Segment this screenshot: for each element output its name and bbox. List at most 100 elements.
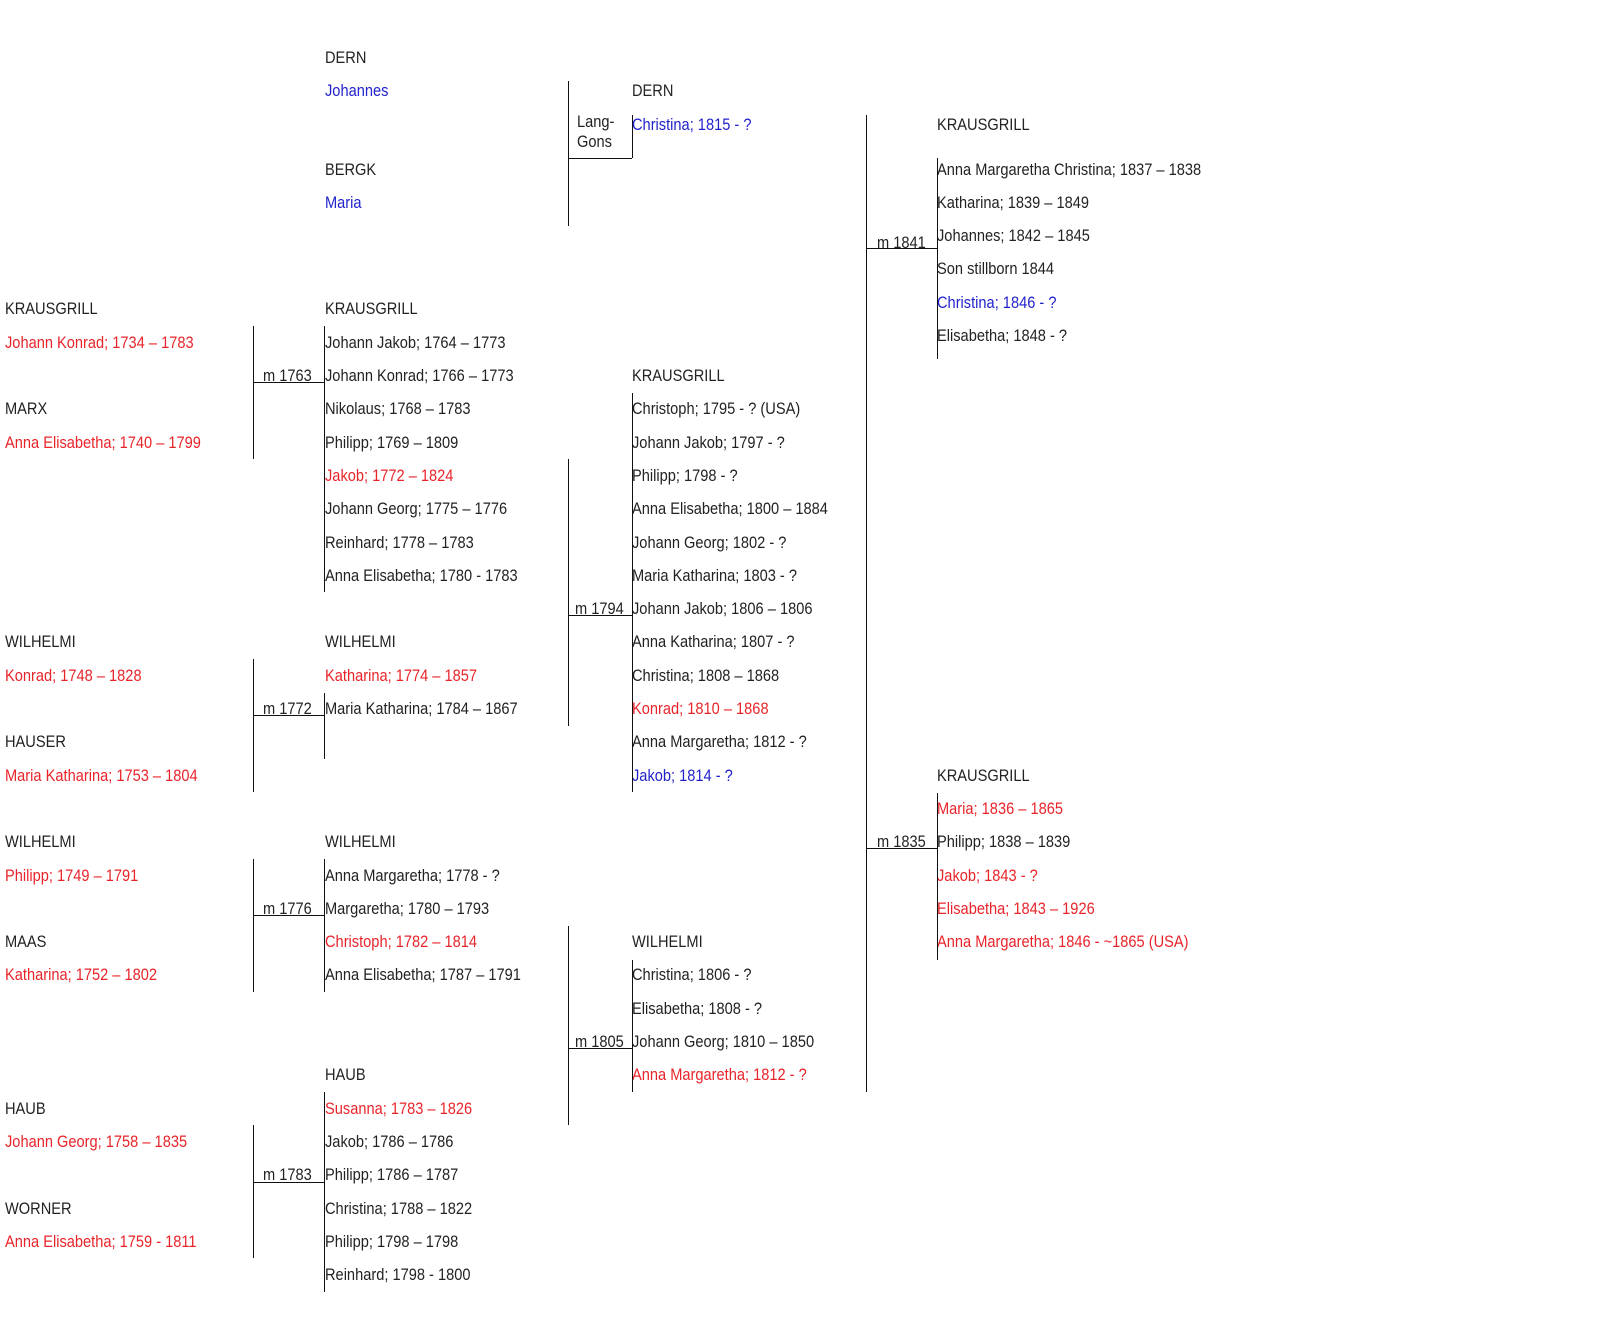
parents-bracket-line — [253, 326, 254, 459]
place-label-line-2: Gons — [577, 131, 612, 151]
husband-surname: WILHELMI — [5, 632, 76, 652]
child-entry: Reinhard; 1778 – 1783 — [325, 532, 474, 552]
child-entry: Philipp; 1798 – 1798 — [325, 1231, 459, 1251]
marriage-label: m 1835 — [877, 832, 926, 852]
gen3-bracket-line — [866, 115, 867, 1092]
husband-name: Johann Georg; 1758 – 1835 — [5, 1131, 188, 1151]
husband-name: Philipp; 1749 – 1791 — [5, 865, 139, 885]
child-entry: Margaretha; 1780 – 1793 — [325, 898, 490, 918]
child-entry: Jakob; 1814 - ? — [632, 765, 733, 785]
child-entry: Jakob; 1772 – 1824 — [325, 465, 454, 485]
father-surname: DERN — [325, 48, 367, 67]
wife-name: Katharina; 1752 – 1802 — [5, 965, 158, 985]
child-entry: Son stillborn 1844 — [937, 259, 1055, 279]
children-surname: KRAUSGRILL — [632, 366, 725, 385]
child-entry: Elisabetha; 1808 - ? — [632, 998, 763, 1018]
marriage-label: m 1776 — [263, 898, 312, 918]
child-entry: Katharina; 1774 – 1857 — [325, 665, 478, 685]
husband-surname: HAUB — [5, 1098, 46, 1118]
children-surname: WILHELMI — [325, 832, 396, 852]
origin-child-name: Christina; 1815 - ? — [632, 114, 752, 134]
husband-name: Johann Konrad; 1734 – 1783 — [5, 332, 194, 352]
child-entry: Nikolaus; 1768 – 1783 — [325, 399, 471, 419]
marriage-connector — [253, 1182, 325, 1183]
wife-surname: HAUSER — [5, 732, 66, 752]
father-name: Johannes — [325, 81, 389, 101]
marriage-label: m 1805 — [575, 1032, 624, 1051]
child-entry: Anna Elisabetha; 1780 - 1783 — [325, 565, 518, 585]
child-entry: Johannes; 1842 – 1845 — [937, 226, 1090, 246]
children-bracket-line — [632, 960, 633, 1092]
marriage-label: m 1783 — [263, 1165, 312, 1185]
child-entry: Johann Konrad; 1766 – 1773 — [325, 366, 514, 385]
child-entry: Philipp; 1798 - ? — [632, 465, 738, 485]
child-entry: Maria Katharina; 1784 – 1867 — [325, 699, 518, 718]
children-bracket-line — [324, 693, 325, 759]
children-surname: WILHELMI — [632, 932, 703, 952]
child-entry: Anna Elisabetha; 1787 – 1791 — [325, 965, 521, 985]
parents-bracket-line — [253, 659, 254, 792]
child-entry: Christoph; 1782 – 1814 — [325, 932, 478, 952]
marriage-connector — [253, 382, 325, 383]
child-entry: Elisabetha; 1843 – 1926 — [937, 898, 1095, 918]
child-entry: Jakob; 1843 - ? — [937, 865, 1038, 885]
children-bracket-line — [632, 393, 633, 792]
child-entry: Christoph; 1795 - ? (USA) — [632, 399, 801, 419]
child-entry: Maria Katharina; 1803 - ? — [632, 565, 797, 585]
child-entry: Philipp; 1769 – 1809 — [325, 432, 459, 452]
mother-name: Maria — [325, 192, 362, 212]
marriage-connector — [866, 248, 937, 249]
child-entry: Christina; 1808 – 1868 — [632, 665, 780, 685]
child-entry: Maria; 1836 – 1865 — [937, 798, 1063, 818]
place-label-line-1: Lang- — [577, 111, 615, 131]
gen2-bracket-line — [568, 459, 569, 726]
children-bracket-line — [937, 793, 938, 960]
child-entry: Johann Jakob; 1797 - ? — [632, 432, 785, 452]
origin-child-surname: DERN — [632, 81, 674, 101]
origin-bracket-line — [568, 81, 569, 226]
child-entry: Susanna; 1783 – 1826 — [325, 1098, 473, 1118]
child-entry: Christina; 1846 - ? — [937, 292, 1057, 312]
wife-name: Anna Elisabetha; 1759 - 1811 — [5, 1231, 197, 1251]
child-entry: Elisabetha; 1848 - ? — [937, 326, 1068, 346]
children-surname: KRAUSGRILL — [937, 765, 1030, 785]
children-bracket-line — [324, 326, 325, 592]
marriage-label: m 1794 — [575, 599, 624, 619]
child-entry: Johann Georg; 1810 – 1850 — [632, 1032, 815, 1051]
child-entry: Anna Margaretha Christina; 1837 – 1838 — [937, 159, 1202, 179]
child-entry: Anna Margaretha; 1846 - ~1865 (USA) — [937, 932, 1189, 952]
parents-bracket-line — [253, 859, 254, 992]
children-surname: WILHELMI — [325, 632, 396, 652]
child-entry: Anna Margaretha; 1812 - ? — [632, 732, 807, 752]
marriage-connector — [568, 615, 632, 616]
child-entry: Anna Margaretha; 1778 - ? — [325, 865, 500, 885]
child-entry: Anna Elisabetha; 1800 – 1884 — [632, 499, 828, 519]
child-entry: Johann Jakob; 1806 – 1806 — [632, 599, 813, 619]
marriage-label: m 1772 — [263, 699, 312, 718]
place-box-bottom — [568, 158, 632, 159]
child-entry: Anna Katharina; 1807 - ? — [632, 632, 795, 652]
children-surname: KRAUSGRILL — [937, 114, 1030, 134]
wife-name: Anna Elisabetha; 1740 – 1799 — [5, 432, 201, 452]
child-entry: Katharina; 1839 – 1849 — [937, 192, 1090, 212]
wife-surname: MARX — [5, 399, 48, 419]
husband-surname: KRAUSGRILL — [5, 299, 98, 319]
child-entry: Johann Jakob; 1764 – 1773 — [325, 332, 506, 352]
gen2-bracket-line — [568, 926, 569, 1125]
wife-surname: WORNER — [5, 1198, 72, 1218]
child-entry: Konrad; 1810 – 1868 — [632, 699, 769, 718]
children-surname: HAUB — [325, 1065, 366, 1085]
child-entry: Jakob; 1786 – 1786 — [325, 1131, 454, 1151]
husband-name: Konrad; 1748 – 1828 — [5, 665, 142, 685]
husband-surname: WILHELMI — [5, 832, 76, 852]
marriage-label: m 1841 — [877, 232, 926, 252]
child-entry: Philipp; 1786 – 1787 — [325, 1165, 459, 1185]
children-bracket-line — [324, 859, 325, 992]
child-entry: Reinhard; 1798 - 1800 — [325, 1265, 471, 1285]
wife-surname: MAAS — [5, 932, 47, 952]
marriage-label: m 1763 — [263, 366, 312, 385]
child-entry: Christina; 1806 - ? — [632, 965, 752, 985]
children-bracket-line — [937, 158, 938, 359]
child-entry: Christina; 1788 – 1822 — [325, 1198, 473, 1218]
